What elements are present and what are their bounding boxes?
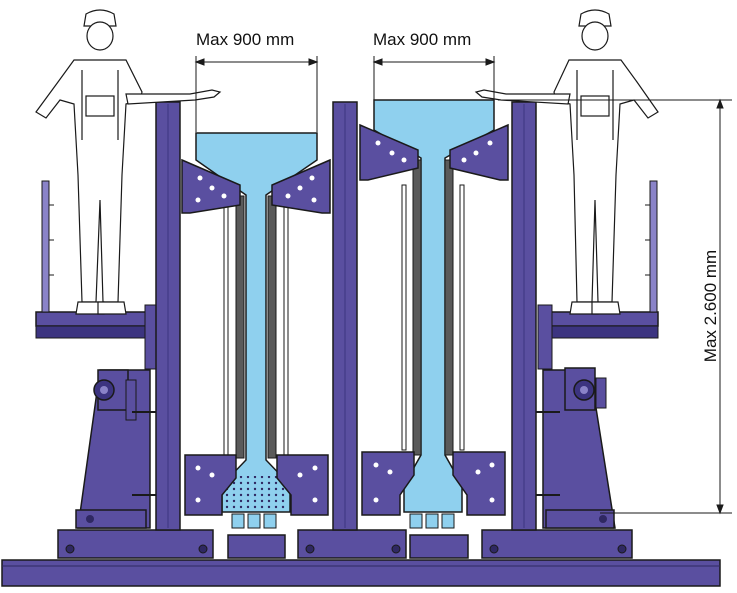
base-carriages [57, 529, 633, 559]
worker-figure-icon [35, 9, 222, 315]
width-dimension-left [194, 56, 319, 132]
height-dimension [498, 98, 732, 515]
right-mould [359, 99, 509, 529]
right-platform [537, 180, 659, 370]
right-width-label: Max 900 mm [373, 30, 472, 49]
width-dimension-right [372, 56, 496, 100]
left-width-label: Max 900 mm [196, 30, 295, 49]
left-outer-frame [155, 101, 181, 531]
left-mould [181, 132, 331, 529]
base-rail [1, 559, 721, 587]
height-label: Max 2.600 mm [701, 249, 720, 363]
left-support-structure [75, 369, 180, 529]
right-outer-frame [511, 101, 537, 531]
center-frame [332, 101, 358, 531]
